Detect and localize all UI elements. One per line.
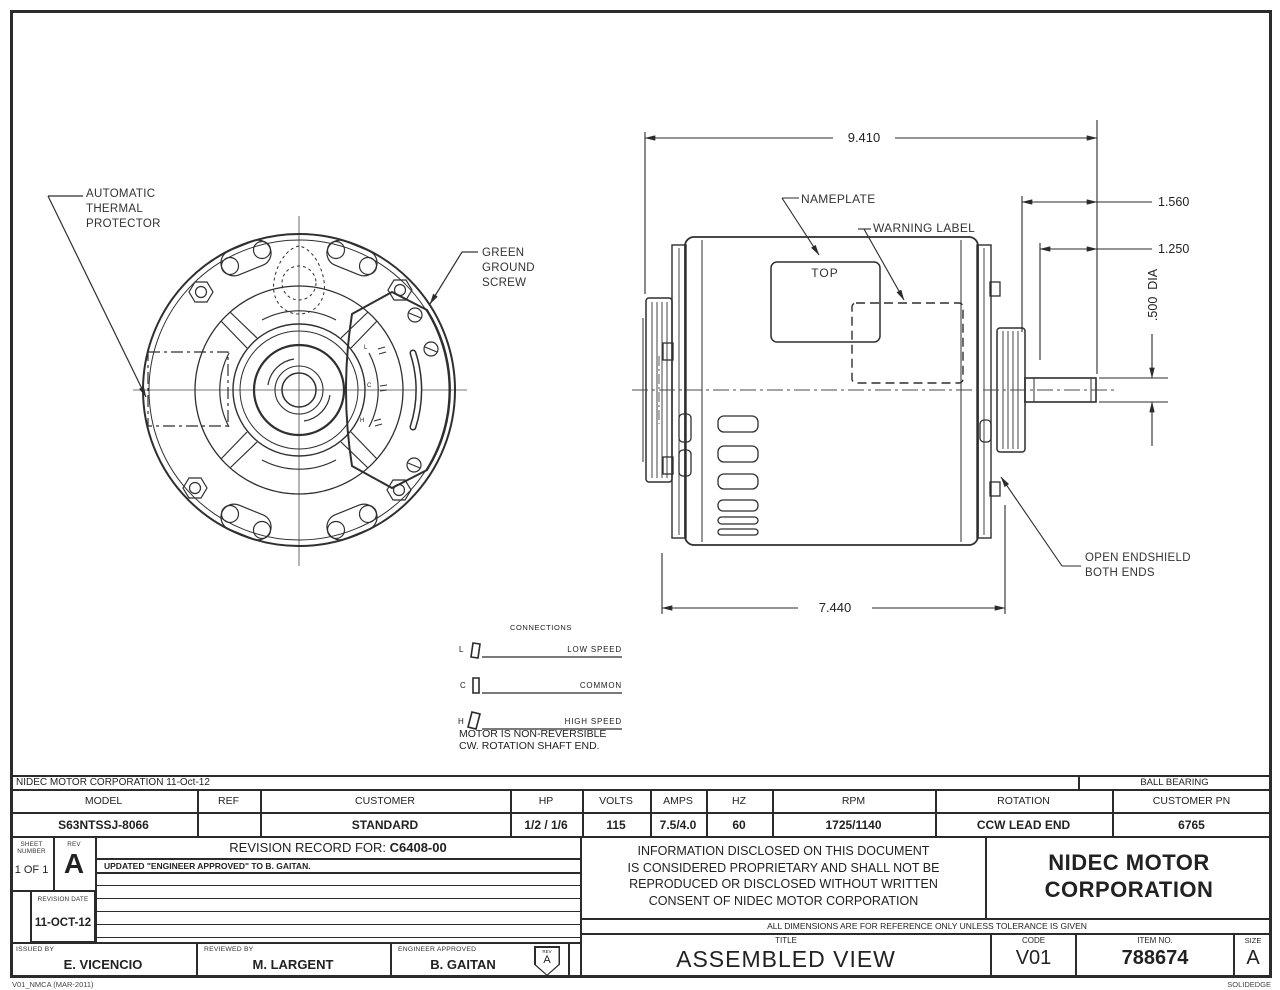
footer-cad-system: SOLIDEDGE bbox=[1227, 980, 1271, 989]
dimension-lines bbox=[644, 120, 1168, 614]
rev-stamp-label: REV bbox=[542, 948, 552, 954]
item-no-value: 788674 bbox=[1121, 947, 1189, 969]
spec-value-amps: 7.5/4.0 bbox=[659, 818, 697, 832]
spec-header-customer-pn: CUSTOMER PN bbox=[1152, 795, 1231, 807]
rev-stamp-value: A bbox=[543, 953, 551, 966]
engineer-approved-value: B. GAITAN bbox=[430, 957, 496, 972]
terminal-mark-h: H bbox=[360, 418, 365, 424]
spec-header-rpm: RPM bbox=[841, 795, 866, 807]
footer-form-number: V01_NMCA (MAR-2011) bbox=[12, 980, 94, 989]
left-endshield bbox=[642, 244, 692, 539]
warning-label: WARNING LABEL bbox=[873, 221, 976, 235]
spec-header-amps: AMPS bbox=[663, 795, 693, 807]
spec-header-volts: VOLTS bbox=[599, 795, 633, 807]
dim-shaft-dia: .500 DIA bbox=[1146, 268, 1160, 322]
spec-value-rpm: 1725/1140 bbox=[825, 818, 882, 832]
reviewed-by-value: M. LARGENT bbox=[252, 957, 334, 972]
connections-title: CONNECTIONS bbox=[509, 623, 573, 632]
terminal-h: H bbox=[458, 717, 464, 726]
spec-header-hp: HP bbox=[538, 795, 554, 807]
spec-value-customer-pn: 6765 bbox=[1178, 818, 1205, 832]
spec-header-rotation: ROTATION bbox=[997, 795, 1050, 807]
size-value: A bbox=[1246, 947, 1260, 969]
thermal-protector-label: AUTOMATIC THERMAL PROTECTOR bbox=[86, 188, 161, 230]
sheet-number-value: 1 OF 1 bbox=[14, 864, 49, 876]
front-view-leaders bbox=[47, 195, 478, 398]
rotation-note: MOTOR IS NON-REVERSIBLE CW. ROTATION SHA… bbox=[459, 728, 607, 752]
warning-label-outline bbox=[851, 302, 964, 384]
revision-date-box bbox=[30, 890, 96, 943]
sheet-number-label: SHEET NUMBER bbox=[17, 841, 46, 855]
terminal-mark-c: C bbox=[367, 383, 372, 389]
connections-linework bbox=[467, 642, 622, 730]
corp-note: NIDEC MOTOR CORPORATION 11-Oct-12 bbox=[16, 777, 210, 788]
revision-date-label: REVISION DATE bbox=[37, 896, 89, 903]
dim-body-length: 7.440 bbox=[798, 600, 872, 615]
spec-header-hz: HZ bbox=[732, 795, 746, 807]
rev-label: REV bbox=[67, 841, 81, 848]
size-label: SIZE bbox=[1244, 936, 1262, 945]
terminal-mark-l: L bbox=[364, 345, 368, 351]
dim-overall-length: 9.410 bbox=[833, 130, 895, 145]
motor-body bbox=[684, 236, 979, 546]
engineer-approved-label: ENGINEER APPROVED bbox=[398, 946, 477, 953]
revision-record-title: REVISION RECORD FOR: C6408-00 bbox=[229, 840, 447, 855]
terminal-l: L bbox=[459, 645, 464, 654]
item-no-label: ITEM NO. bbox=[1137, 936, 1173, 945]
spec-value-volts: 115 bbox=[606, 818, 626, 832]
code-value: V01 bbox=[1015, 947, 1052, 969]
issued-by-value: E. VICENCIO bbox=[63, 957, 143, 972]
spec-header-model: MODEL bbox=[84, 795, 123, 807]
connection-label-high: HIGH SPEED bbox=[564, 717, 622, 726]
sheet-border-frame bbox=[10, 10, 1272, 978]
bearing-type: BALL BEARING bbox=[1140, 777, 1209, 788]
dim-shaft-ext: 1.560 bbox=[1158, 195, 1190, 209]
thermal-protector-outline bbox=[147, 351, 229, 427]
spec-header-customer: CUSTOMER bbox=[355, 795, 415, 807]
top-marking: TOP bbox=[811, 266, 839, 280]
revision-date-value: 11-OCT-12 bbox=[34, 917, 92, 929]
issued-by-label: ISSUED BY bbox=[16, 946, 55, 953]
title-label: TITLE bbox=[775, 936, 797, 945]
mounting-ears bbox=[220, 239, 378, 541]
spec-header-ref: REF bbox=[218, 795, 239, 807]
spec-value-hp: 1/2 / 1/6 bbox=[524, 818, 568, 832]
tolerance-note: ALL DIMENSIONS ARE FOR REFERENCE ONLY UN… bbox=[767, 921, 1087, 931]
connection-label-low: LOW SPEED bbox=[567, 645, 622, 654]
company-name: NIDEC MOTOR CORPORATION bbox=[1044, 850, 1214, 902]
spec-value-hz: 60 bbox=[732, 818, 746, 832]
vent-slots bbox=[717, 415, 759, 536]
front-view-linework bbox=[47, 195, 478, 566]
right-endshield bbox=[976, 244, 1026, 539]
reviewed-by-label: REVIEWED BY bbox=[204, 946, 254, 953]
connection-label-common: COMMON bbox=[579, 681, 622, 690]
spec-value-model: S63NTSSJ-8066 bbox=[58, 818, 149, 832]
proprietary-notice: INFORMATION DISCLOSED ON THIS DOCUMENT I… bbox=[627, 844, 940, 908]
terminal-cover bbox=[345, 290, 451, 490]
open-endshield-label: OPEN ENDSHIELD BOTH ENDS bbox=[1085, 552, 1191, 579]
terminal-c: C bbox=[460, 681, 466, 690]
spec-value-rotation: CCW LEAD END bbox=[976, 818, 1071, 832]
revision-record-entry: UPDATED "ENGINEER APPROVED" TO B. GAITAN… bbox=[104, 861, 311, 871]
code-label: CODE bbox=[1021, 936, 1046, 945]
nameplate-label: NAMEPLATE bbox=[801, 192, 876, 206]
nameplate-outline bbox=[770, 261, 881, 343]
dim-shaft-flat: 1.250 bbox=[1158, 242, 1190, 256]
side-view-linework bbox=[632, 236, 1118, 546]
rev-value: A bbox=[63, 848, 85, 879]
spec-value-customer: STANDARD bbox=[351, 818, 419, 832]
title-value: ASSEMBLED VIEW bbox=[676, 946, 896, 972]
ground-screw-label: GREEN GROUND SCREW bbox=[482, 247, 535, 289]
